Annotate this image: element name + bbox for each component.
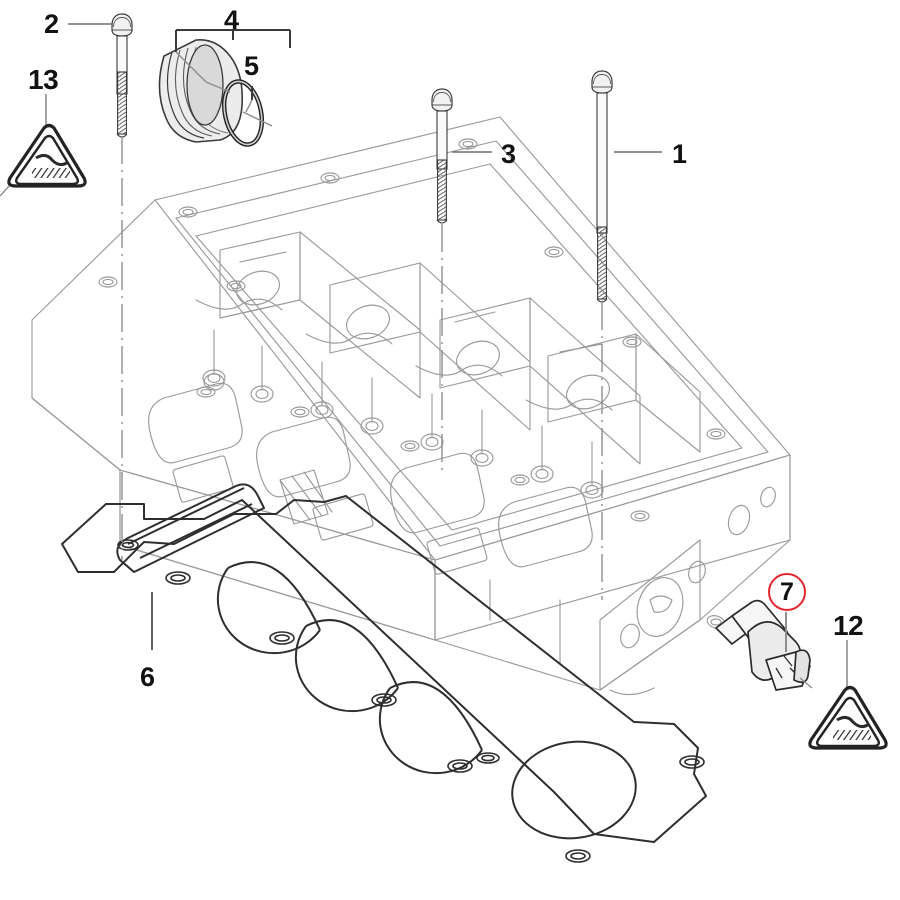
part-temperature-sensor-7 bbox=[715, 599, 811, 691]
callout-number-7-highlighted[interactable]: 7 bbox=[768, 573, 806, 611]
callout-number-12[interactable]: 12 bbox=[833, 610, 864, 641]
part-cylinder-head-gasket bbox=[61, 483, 707, 863]
callout-number-3[interactable]: 3 bbox=[501, 139, 516, 169]
callout-number-2[interactable]: 2 bbox=[44, 9, 59, 39]
part-bolt-2 bbox=[111, 13, 133, 138]
callout-number-4[interactable]: 4 bbox=[224, 5, 239, 35]
part-bolt-1 bbox=[591, 70, 613, 303]
callout-number-1[interactable]: 1 bbox=[672, 139, 687, 169]
warning-triangle-13-icon bbox=[7, 123, 87, 188]
warning-triangle-12-icon bbox=[808, 685, 888, 750]
callout-number-5[interactable]: 5 bbox=[244, 51, 259, 81]
callout-number-7-text: 7 bbox=[780, 578, 794, 606]
callout-number-6[interactable]: 6 bbox=[140, 662, 155, 692]
part-bolt-3 bbox=[431, 88, 453, 224]
part-sealing-cap-4 bbox=[158, 39, 244, 143]
callout-number-13[interactable]: 13 bbox=[28, 64, 59, 95]
leader-lines bbox=[0, 23, 848, 694]
part-o-ring-5 bbox=[221, 79, 265, 147]
cylinder-head-body bbox=[31, 116, 791, 696]
